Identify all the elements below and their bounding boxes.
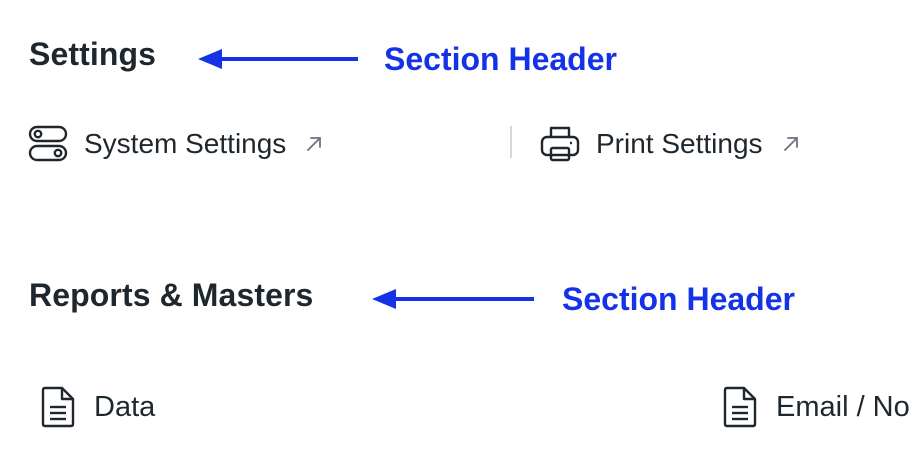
- link-print-settings[interactable]: Print Settings: [540, 124, 801, 164]
- annotation-arrow-settings: [196, 46, 362, 72]
- link-label-data: Data: [94, 390, 156, 423]
- link-label-email: Email / No: [776, 390, 910, 423]
- link-system-settings[interactable]: System Settings: [28, 124, 324, 164]
- link-data[interactable]: Data: [40, 386, 155, 428]
- link-email-notifications[interactable]: Email / No: [722, 386, 910, 428]
- link-divider: [510, 126, 512, 158]
- annotation-label-settings: Section Header: [384, 41, 617, 77]
- arrow-up-right-icon: [304, 134, 324, 154]
- link-label-print-settings: Print Settings: [596, 128, 763, 159]
- arrow-up-right-icon: [781, 134, 801, 154]
- document-icon: [40, 386, 76, 428]
- document-icon: [722, 386, 758, 428]
- annotation-label-reports: Section Header: [562, 281, 795, 317]
- section-header-settings: Settings: [29, 36, 157, 72]
- annotation-arrow-reports: [370, 286, 538, 312]
- printer-icon: [540, 124, 580, 164]
- section-header-reports-masters: Reports & Masters: [29, 277, 314, 313]
- toggle-icon: [28, 124, 68, 164]
- link-label-system-settings: System Settings: [84, 128, 287, 159]
